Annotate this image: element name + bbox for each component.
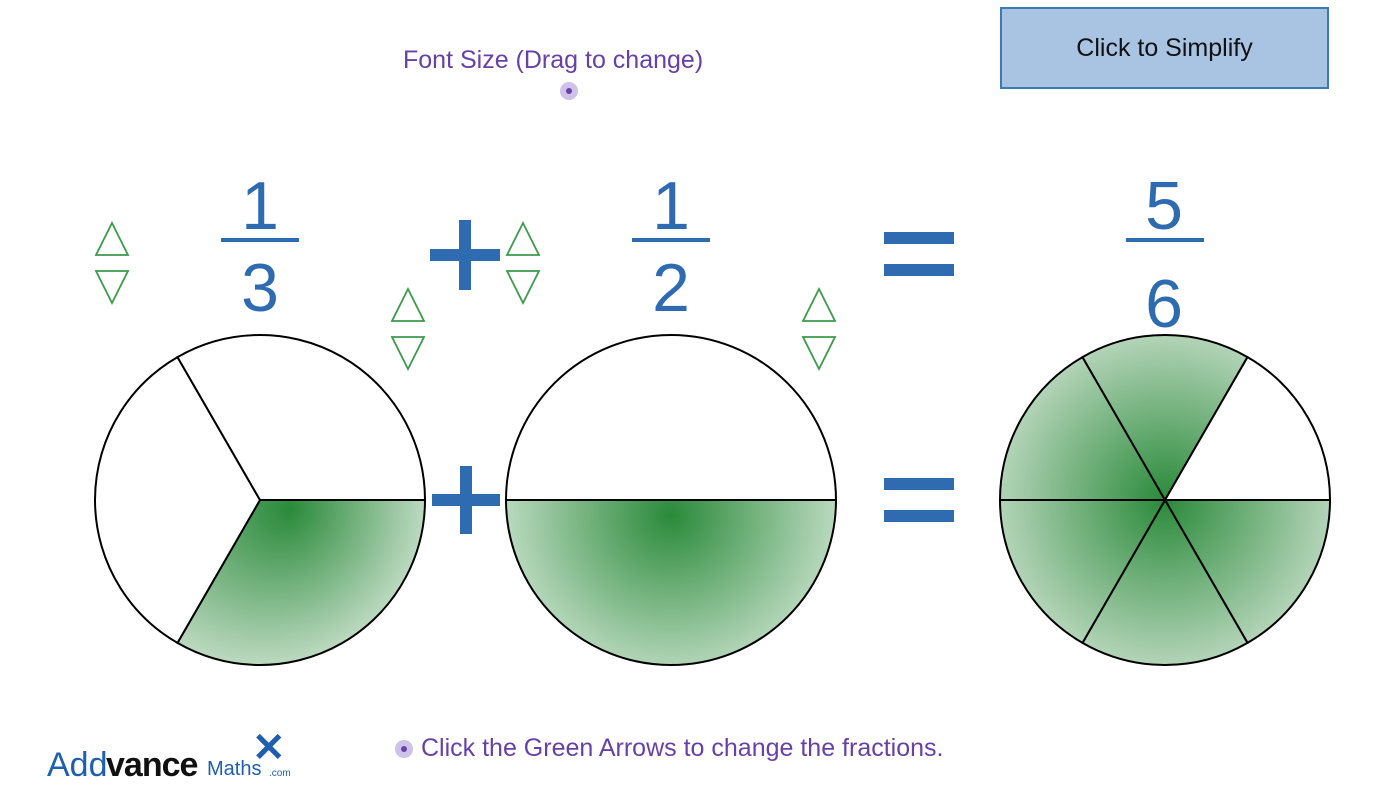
shaded-slice	[176, 499, 427, 666]
second-numerator-down-arrow-icon[interactable]	[504, 266, 542, 306]
logo-maths-text: Maths	[207, 758, 262, 780]
shaded-slice	[1081, 334, 1249, 502]
first-numerator-down-arrow-icon[interactable]	[93, 266, 131, 306]
unshaded-slice	[504, 334, 838, 501]
instruction-label: Click the Green Arrows to change the fra…	[421, 734, 944, 762]
second-numerator-up-arrow-icon[interactable]	[504, 220, 542, 260]
bottom-plus-sign	[432, 466, 500, 534]
logo-add-text: Add	[47, 746, 108, 784]
bottom-equals-sign	[884, 478, 954, 524]
second-denominator-down-arrow-icon[interactable]	[800, 332, 838, 372]
shaded-slice	[504, 499, 838, 666]
font-size-slider-handle[interactable]	[560, 82, 578, 100]
result-fraction-bar	[1126, 238, 1204, 242]
x-cross-icon: ✕	[252, 726, 286, 770]
first-denominator-down-arrow-icon[interactable]	[389, 332, 427, 372]
result-pie	[998, 334, 1332, 666]
result-numerator: 5	[1145, 168, 1183, 244]
first-pie	[94, 334, 427, 666]
unshaded-slice	[176, 334, 427, 501]
second-pie	[504, 334, 838, 666]
top-equals-sign	[884, 232, 954, 278]
result-denominator: 6	[1145, 266, 1183, 342]
second-numerator: 1	[652, 168, 690, 244]
logo-vance-text: vance	[106, 746, 198, 784]
shaded-slice	[1163, 499, 1332, 645]
top-plus-sign	[430, 220, 500, 290]
unshaded-slice	[1163, 355, 1332, 501]
first-numerator-up-arrow-icon[interactable]	[93, 220, 131, 260]
second-fraction-bar	[632, 238, 710, 242]
unshaded-slice	[94, 355, 262, 645]
second-denominator-up-arrow-icon[interactable]	[800, 286, 838, 326]
shaded-slice	[998, 499, 1167, 645]
first-fraction-bar	[221, 238, 299, 242]
logo-com-text: .com	[269, 768, 291, 779]
shaded-slice	[1081, 498, 1249, 666]
bullet-dot-icon	[395, 739, 413, 758]
first-numerator: 1	[241, 168, 279, 244]
instruction-text: Click the Green Arrows to change the fra…	[395, 734, 943, 763]
first-denominator-up-arrow-icon[interactable]	[389, 286, 427, 326]
shaded-slice	[998, 355, 1167, 501]
font-size-label: Font Size (Drag to change)	[403, 46, 704, 74]
simplify-button[interactable]: Click to Simplify	[1000, 7, 1329, 89]
addvance-maths-logo: Add vance Maths .com ✕	[47, 726, 297, 784]
first-denominator: 3	[241, 250, 279, 326]
second-denominator: 2	[652, 250, 690, 326]
